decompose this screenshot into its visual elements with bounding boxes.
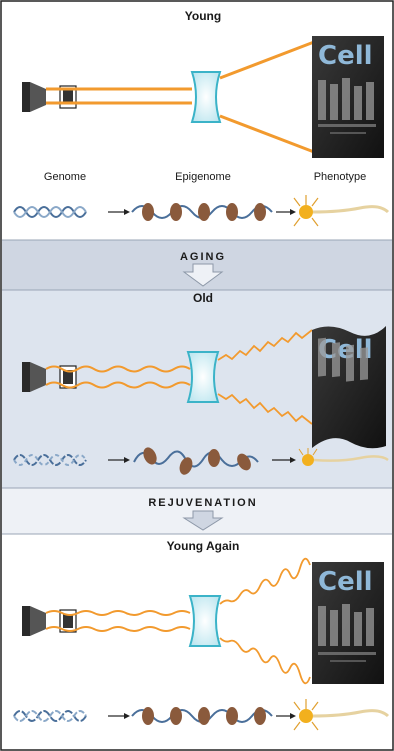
lens-icon <box>192 72 220 122</box>
phenotype-label: Phenotype <box>314 171 367 183</box>
panel-title-young-again: Young Again <box>167 539 240 553</box>
cell-logo: Cell <box>318 41 373 71</box>
lens-icon <box>188 352 218 402</box>
cell-logo: Cell <box>318 567 373 597</box>
epigenome-label: Epigenome <box>175 171 231 183</box>
panel-title-old: Old <box>193 291 213 305</box>
cell-journal-cover-icon: Cell <box>312 326 386 448</box>
panel-title-young: Young <box>185 9 221 23</box>
rejuvenation-label: REJUVENATION <box>148 497 257 509</box>
cell-journal-cover-icon: Cell <box>312 36 384 158</box>
genome-label: Genome <box>44 171 86 183</box>
aging-label: AGING <box>180 251 226 263</box>
lens-icon <box>190 596 220 646</box>
cell-journal-cover-icon: Cell <box>312 562 384 684</box>
